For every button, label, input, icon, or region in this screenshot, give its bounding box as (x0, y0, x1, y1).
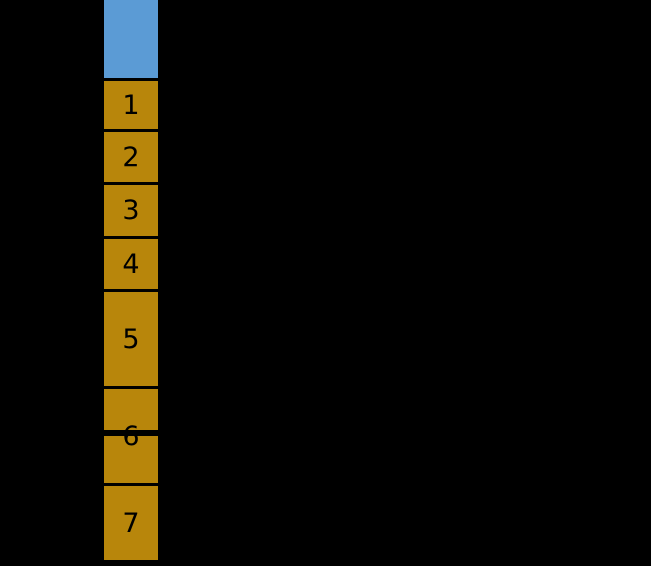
block-label: 4 (122, 248, 140, 280)
stack-block-7[interactable]: 7 (104, 486, 158, 560)
stack-block-5[interactable]: 5 (104, 292, 158, 386)
stack-block-head[interactable] (104, 0, 158, 78)
block-label: 7 (122, 507, 140, 539)
stack-block-6[interactable]: 6 (99, 389, 163, 483)
block-label: 5 (122, 323, 140, 355)
stack-block-2[interactable]: 2 (104, 132, 158, 182)
stack-block-3[interactable]: 3 (104, 185, 158, 236)
block-label: 2 (122, 141, 140, 173)
block-label: 1 (122, 89, 140, 121)
block-label: 3 (122, 195, 140, 226)
block-label: 6 (122, 420, 140, 452)
stack-block-1[interactable]: 1 (104, 81, 158, 129)
stack-block-4[interactable]: 4 (104, 239, 158, 289)
block-marker-line (99, 430, 163, 436)
block-column: 1 2 3 4 5 6 7 (99, 0, 163, 566)
